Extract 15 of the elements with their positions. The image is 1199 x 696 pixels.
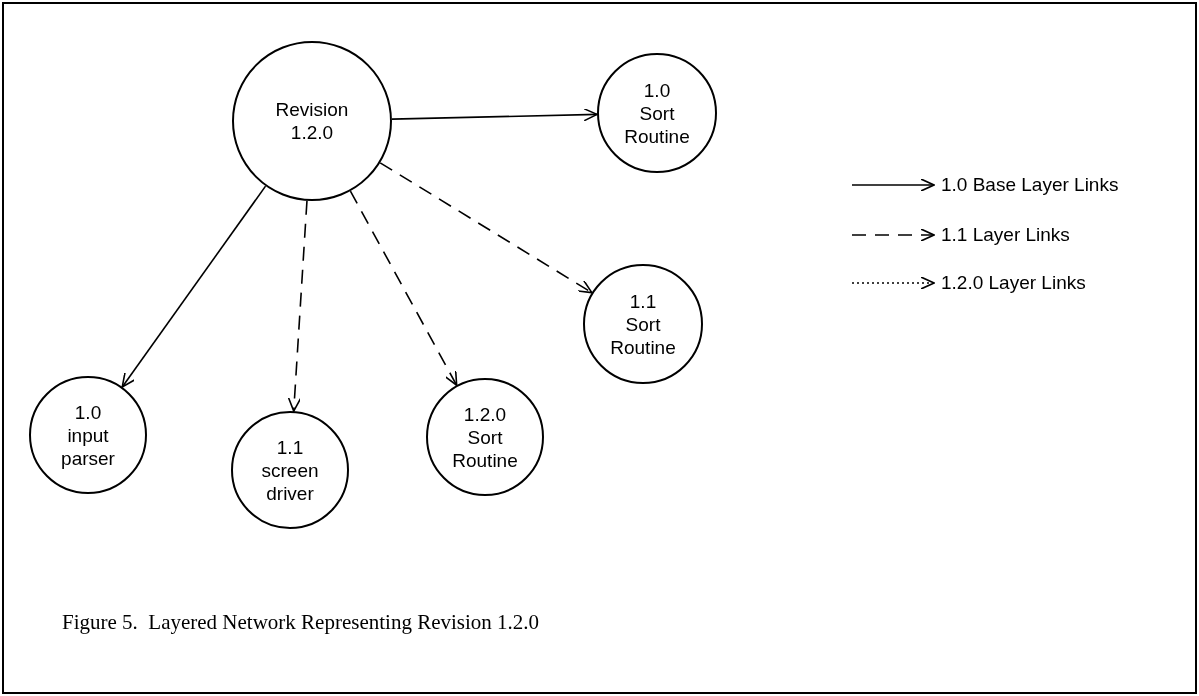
node-label: Revision 1.2.0: [275, 98, 349, 144]
legend-label: 1.0 Base Layer Links: [941, 173, 1119, 196]
figure-caption: Figure 5. Layered Network Representing Revision 1.2.0: [62, 610, 540, 635]
node-label: 1.0 input parser: [61, 400, 115, 470]
arrow: [287, 200, 308, 412]
node-label: 1.1 Sort Routine: [610, 289, 676, 359]
node-label: 1.2.0 Sort Routine: [452, 402, 518, 472]
legend-label: 1.1 Layer Links: [941, 223, 1070, 246]
arrow: [349, 190, 458, 387]
arrow: [379, 162, 593, 294]
legend-label: 1.2.0 Layer Links: [941, 271, 1086, 294]
node-label: 1.0 Sort Routine: [624, 78, 690, 148]
arrow: [391, 107, 598, 122]
arrow: [121, 185, 267, 388]
node-label: 1.1 screen driver: [261, 435, 319, 505]
